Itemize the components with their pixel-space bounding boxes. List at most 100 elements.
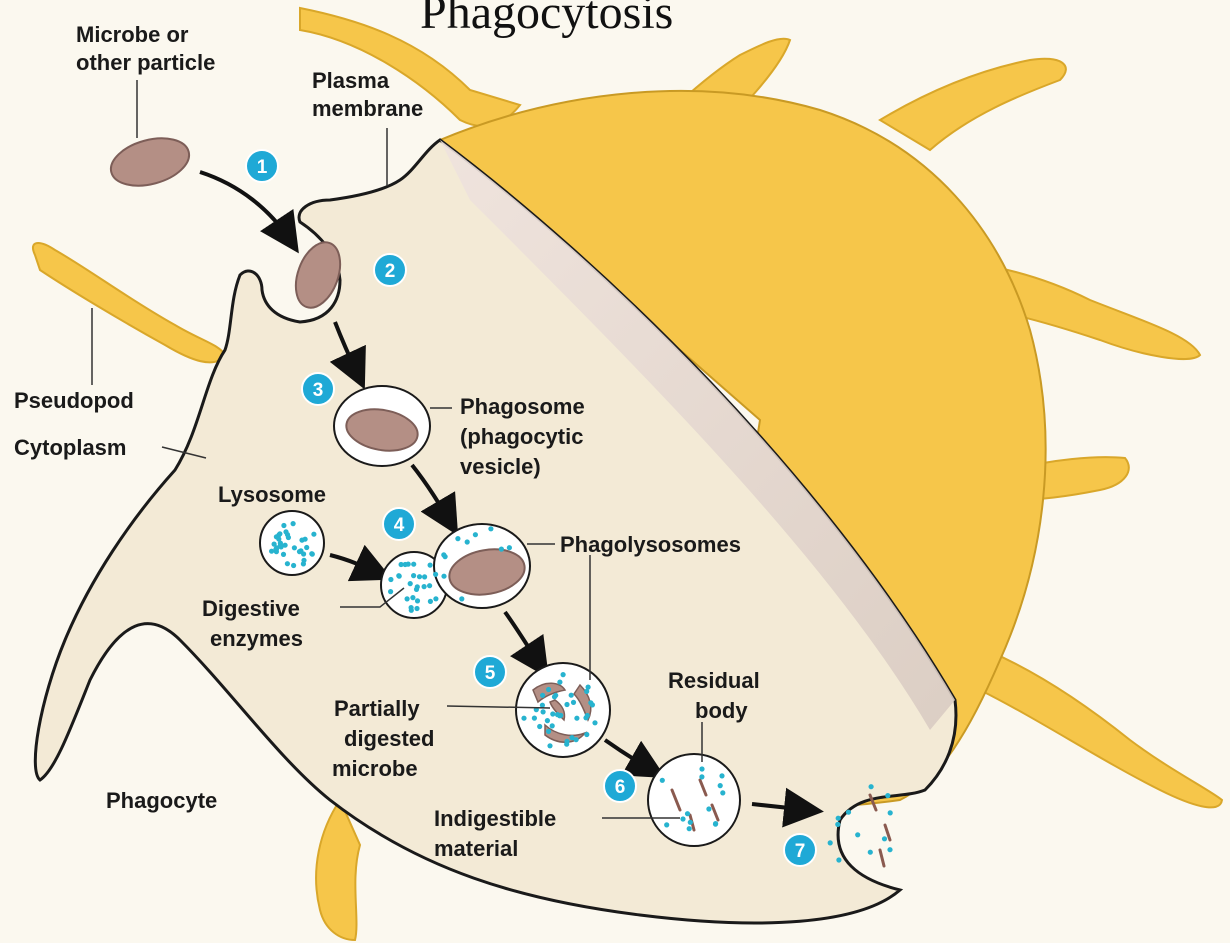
enzyme-dot	[465, 539, 470, 544]
enzyme-dot	[664, 822, 669, 827]
enzyme-dot	[887, 847, 892, 852]
enzyme-dot	[718, 783, 723, 788]
enzyme-dot	[550, 723, 555, 728]
enzyme-dot	[846, 810, 851, 815]
step-badge-7: 7	[784, 834, 816, 866]
enzyme-dot	[399, 562, 404, 567]
residual-body	[648, 754, 740, 846]
lysosome	[260, 511, 324, 575]
enzyme-dot	[546, 729, 551, 734]
enzyme-dot	[561, 672, 566, 677]
enzyme-dot	[409, 608, 414, 613]
enzyme-dot	[574, 716, 579, 721]
enzyme-dot	[836, 816, 841, 821]
enzyme-dot	[459, 596, 464, 601]
enzyme-dot	[855, 832, 860, 837]
enzyme-dot	[301, 558, 306, 563]
diagram-title: Phagocytosis	[420, 0, 673, 39]
enzyme-dot	[388, 577, 393, 582]
process-top-right	[880, 59, 1066, 150]
enzyme-dot	[411, 562, 416, 567]
label-phagocyte: Phagocyte	[106, 788, 217, 813]
phagosome	[334, 386, 430, 466]
enzyme-dot	[408, 581, 413, 586]
label-cytoplasm: Cytoplasm	[14, 435, 126, 460]
phagolysosome-digesting	[516, 663, 610, 757]
label-indigestible-2: material	[434, 836, 518, 861]
process-right-lower	[960, 640, 1222, 807]
enzyme-dot	[428, 563, 433, 568]
enzyme-dot	[283, 529, 288, 534]
enzyme-dot	[281, 552, 286, 557]
svg-text:6: 6	[615, 777, 626, 798]
enzyme-dot	[396, 573, 401, 578]
enzyme-dot	[281, 523, 286, 528]
label-phagosome-1: Phagosome	[460, 394, 585, 419]
enzyme-dot	[713, 821, 718, 826]
enzyme-dot	[488, 526, 493, 531]
enzyme-dot	[592, 720, 597, 725]
arrow-step-1	[200, 172, 290, 240]
enzyme-dot	[885, 793, 890, 798]
enzyme-dot	[868, 850, 873, 855]
step-badge-5: 5	[474, 656, 506, 688]
enzyme-dot	[310, 552, 315, 557]
label-phagosome-3: vesicle)	[460, 454, 541, 479]
enzyme-dot	[699, 774, 704, 779]
label-digestive-1: Digestive	[202, 596, 300, 621]
enzyme-dot	[706, 806, 711, 811]
enzyme-dot	[835, 822, 840, 827]
enzyme-dot	[433, 572, 438, 577]
enzyme-dot	[269, 549, 274, 554]
enzyme-dot	[304, 545, 309, 550]
enzyme-dot	[410, 595, 415, 600]
enzyme-dot	[417, 574, 422, 579]
label-residual-1: Residual	[668, 668, 760, 693]
enzyme-dot	[836, 857, 841, 862]
enzyme-dot	[441, 552, 446, 557]
enzyme-dot	[564, 702, 569, 707]
step-badge-2: 2	[374, 254, 406, 286]
enzyme-dot	[507, 545, 512, 550]
enzyme-dot	[414, 606, 419, 611]
process-bottom	[316, 800, 360, 940]
enzyme-dot	[688, 820, 693, 825]
svg-text:3: 3	[313, 380, 324, 401]
label-phagosome-2: (phagocytic	[460, 424, 583, 449]
enzyme-dot	[277, 531, 282, 536]
svg-text:7: 7	[795, 841, 806, 862]
enzyme-dot	[584, 689, 589, 694]
enzyme-dot	[283, 543, 288, 548]
enzyme-dot	[888, 810, 893, 815]
enzyme-dot	[569, 693, 574, 698]
enzyme-dot	[297, 549, 302, 554]
enzyme-dot	[422, 584, 427, 589]
enzyme-dot	[540, 693, 545, 698]
enzyme-dot	[584, 732, 589, 737]
step-badge-4: 4	[383, 508, 415, 540]
label-phagolysosomes: Phagolysosomes	[560, 532, 741, 557]
enzyme-dot	[546, 687, 551, 692]
enzyme-dot	[427, 583, 432, 588]
enzyme-dot	[828, 840, 833, 845]
enzyme-dot	[285, 561, 290, 566]
label-partial-3: microbe	[332, 756, 418, 781]
enzyme-dot	[687, 826, 692, 831]
enzyme-dot	[685, 811, 690, 816]
enzyme-dot	[473, 532, 478, 537]
label-indigestible-1: Indigestible	[434, 806, 556, 831]
enzyme-dot	[415, 584, 420, 589]
enzyme-dot	[869, 784, 874, 789]
svg-text:4: 4	[394, 515, 405, 536]
enzyme-dot	[553, 693, 558, 698]
label-residual-2: body	[695, 698, 748, 723]
enzyme-dot	[585, 713, 590, 718]
enzyme-dot	[292, 545, 297, 550]
enzyme-dot	[555, 712, 560, 717]
enzyme-dot	[411, 573, 416, 578]
enzyme-dot	[499, 547, 504, 552]
enzyme-dot	[441, 574, 446, 579]
enzyme-dot	[588, 700, 593, 705]
svg-text:1: 1	[257, 157, 268, 178]
enzyme-dot	[540, 703, 545, 708]
